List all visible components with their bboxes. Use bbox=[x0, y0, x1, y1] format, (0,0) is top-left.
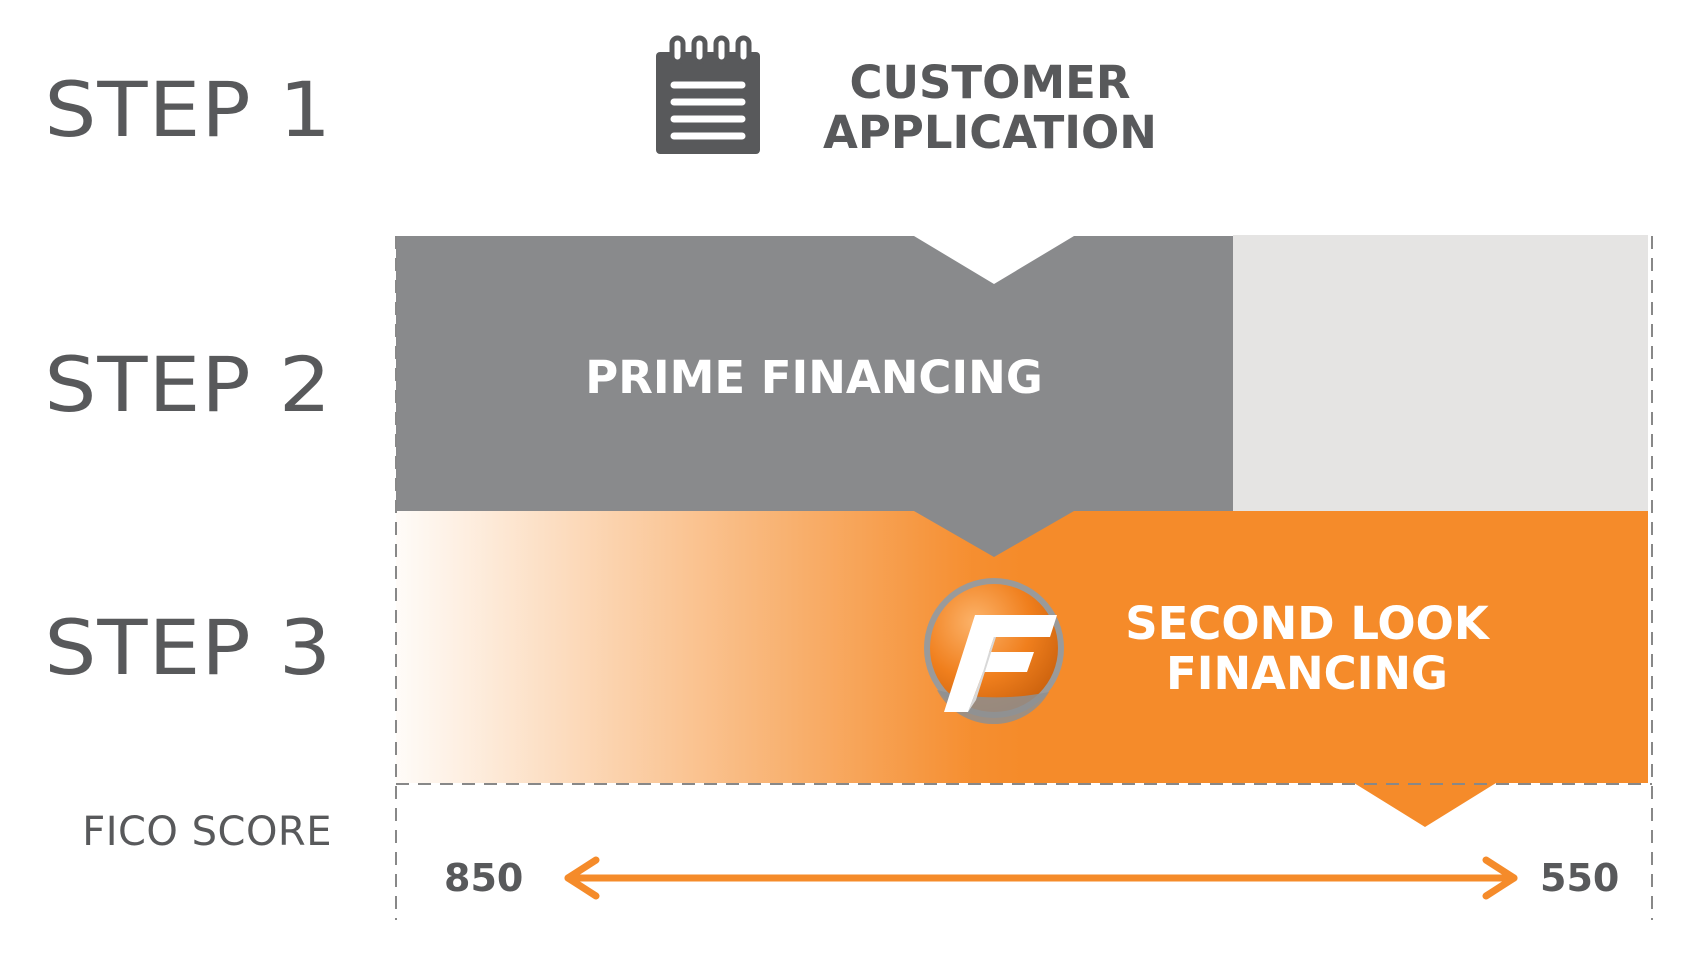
prime-financing-block bbox=[396, 236, 1233, 557]
customer-application-title: CUSTOMER APPLICATION bbox=[790, 60, 1190, 160]
customer-application-line2: APPLICATION bbox=[823, 106, 1157, 159]
customer-application-line1: CUSTOMER bbox=[849, 56, 1131, 109]
prime-financing-label: PRIME FINANCING bbox=[585, 351, 1043, 404]
second-look-financing-label: SECOND LOOK FINANCING bbox=[1072, 601, 1542, 701]
notepad-icon bbox=[656, 35, 760, 154]
fico-score-high: 850 bbox=[444, 856, 524, 900]
dashed-frame bbox=[395, 236, 1653, 920]
step-1-label: STEP 1 bbox=[44, 66, 332, 155]
step-2-label: STEP 2 bbox=[44, 341, 332, 430]
fico-score-label: FICO SCORE bbox=[82, 809, 332, 855]
fico-range-arrow bbox=[564, 856, 1518, 900]
step-3-label: STEP 3 bbox=[44, 604, 332, 693]
second-look-line1: SECOND LOOK bbox=[1125, 597, 1489, 650]
prime-excluded-area bbox=[1233, 235, 1648, 511]
fico-score-low: 550 bbox=[1540, 856, 1620, 900]
second-look-line2: FINANCING bbox=[1166, 647, 1448, 700]
second-look-logo bbox=[924, 578, 1064, 725]
